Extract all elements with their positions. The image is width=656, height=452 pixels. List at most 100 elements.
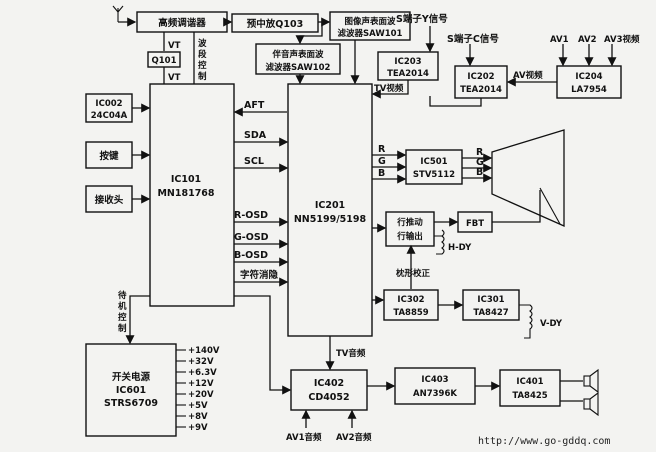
av2-audio-label: AV2音频 bbox=[336, 432, 372, 443]
ic403-label-1: IC403 bbox=[421, 375, 448, 385]
tuner-block: 高频调谐器 bbox=[136, 11, 228, 33]
svg-text:+5V: +5V bbox=[188, 401, 208, 411]
b-output-label: B bbox=[476, 167, 483, 178]
saw101-block: 图像声表面波 滤波器SAW101 bbox=[329, 11, 411, 41]
keys-block: 按键 bbox=[85, 141, 133, 169]
av1-label: AV1 bbox=[550, 35, 569, 45]
g-input-label: G bbox=[378, 156, 386, 167]
b-input-label: B bbox=[378, 168, 385, 179]
av1-audio-label: AV1音频 bbox=[286, 432, 322, 443]
av-video-label: AV视频 bbox=[513, 70, 543, 81]
ic402-label-2: CD4052 bbox=[308, 392, 349, 403]
ic403-label-2: AN7396K bbox=[413, 389, 457, 399]
q101-label: Q101 bbox=[152, 56, 177, 66]
svg-text:待: 待 bbox=[117, 290, 127, 301]
g-osd-label: G-OSD bbox=[234, 232, 269, 243]
ic101-label-1: IC101 bbox=[171, 174, 201, 185]
aft-label: AFT bbox=[244, 100, 265, 111]
s-c-signal-label: S端子C信号 bbox=[447, 33, 499, 45]
g-output-label: G bbox=[476, 157, 484, 168]
ic204-label-1: IC204 bbox=[575, 72, 602, 82]
standby-control-label: 待 机 控 制 bbox=[117, 290, 127, 334]
pincushion-label: 枕形校正 bbox=[396, 268, 431, 279]
h-dy-label: H-DY bbox=[448, 243, 472, 253]
ic202-label-2: TEA2014 bbox=[460, 85, 502, 95]
watermark-url: http://www.go-gddq.com bbox=[478, 436, 610, 447]
keys-label: 按键 bbox=[99, 150, 119, 162]
ic002-label-1: IC002 bbox=[95, 99, 122, 109]
speaker-icon bbox=[583, 368, 599, 394]
power-rail-stubs bbox=[176, 349, 186, 428]
tv-audio-label: TV音频 bbox=[336, 348, 366, 359]
psu-label-3: STRS6709 bbox=[104, 398, 158, 409]
ic301-label-1: IC301 bbox=[477, 295, 504, 305]
ic201-block: IC201 NN5199/5198 bbox=[287, 83, 373, 337]
svg-text:制: 制 bbox=[118, 323, 127, 334]
ic203-label-1: IC203 bbox=[394, 57, 421, 67]
speaker-icon bbox=[583, 391, 599, 417]
receiver-block: 接收头 bbox=[85, 185, 133, 213]
v-dy-label: V-DY bbox=[540, 319, 563, 329]
svg-text:+12V: +12V bbox=[188, 379, 214, 389]
ic101-block: IC101 MN181768 bbox=[149, 83, 235, 307]
saw102-label-1: 伴音声表面波 bbox=[271, 49, 324, 60]
ic101-label-2: MN181768 bbox=[157, 188, 214, 199]
ic501-block: IC501 STV5112 bbox=[405, 149, 463, 185]
h-drive-label-1: 行推动 bbox=[396, 217, 423, 228]
ic203-label-2: TEA2014 bbox=[387, 69, 429, 79]
svg-text:+20V: +20V bbox=[188, 390, 214, 400]
ic402-label-1: IC402 bbox=[314, 378, 344, 389]
svg-text:+6.3V: +6.3V bbox=[188, 368, 217, 378]
b-osd-label: B-OSD bbox=[234, 250, 268, 261]
ic401-label-1: IC401 bbox=[516, 377, 543, 387]
saw102-label-2: 滤波器SAW102 bbox=[266, 62, 331, 73]
svg-text:段: 段 bbox=[198, 49, 207, 60]
h-drive-block: 行推动 行输出 bbox=[385, 211, 435, 247]
s-y-signal-label: S端子Y信号 bbox=[396, 13, 448, 25]
fbt-block: FBT bbox=[457, 211, 493, 233]
receiver-label: 接收头 bbox=[95, 194, 124, 206]
pre-if-label: 预中放Q103 bbox=[247, 18, 303, 30]
h-drive-label-2: 行输出 bbox=[396, 231, 423, 242]
ic501-label-2: STV5112 bbox=[413, 170, 455, 180]
fbt-label: FBT bbox=[466, 219, 484, 229]
svg-text:控: 控 bbox=[198, 60, 207, 71]
svg-text:+9V: +9V bbox=[188, 423, 208, 433]
ic202-block: IC202 TEA2014 bbox=[454, 65, 508, 99]
sda-label: SDA bbox=[244, 130, 267, 141]
svg-text:+32V: +32V bbox=[188, 357, 214, 367]
power-rail-labels: +140V +32V +6.3V +12V +20V +5V +8V +9V bbox=[188, 346, 220, 433]
ic401-label-2: TA8425 bbox=[512, 391, 547, 401]
scl-label: SCL bbox=[244, 156, 264, 167]
r-output-label: R bbox=[476, 147, 484, 158]
tuner-label: 高频调谐器 bbox=[158, 17, 206, 29]
saw102-block: 伴音声表面波 滤波器SAW102 bbox=[255, 43, 341, 75]
ic201-label-1: IC201 bbox=[315, 200, 345, 211]
av3-label: AV3视频 bbox=[604, 34, 640, 45]
ic301-block: IC301 TA8427 bbox=[462, 289, 520, 321]
vt-bottom-label: VT bbox=[168, 73, 181, 83]
ic402-block: IC402 CD4052 bbox=[290, 369, 368, 411]
saw101-label-2: 滤波器SAW101 bbox=[338, 28, 403, 39]
psu-label-1: 开关电源 bbox=[112, 371, 151, 383]
q101-block: Q101 bbox=[147, 51, 181, 68]
picture-tube-icon bbox=[491, 129, 565, 228]
vt-top-label: VT bbox=[168, 41, 181, 51]
ic501-label-1: IC501 bbox=[420, 157, 447, 167]
svg-text:+140V: +140V bbox=[188, 346, 220, 356]
saw101-label-1: 图像声表面波 bbox=[344, 16, 396, 27]
ic302-block: IC302 TA8859 bbox=[383, 289, 439, 321]
ic201-label-2: NN5199/5198 bbox=[294, 214, 367, 225]
svg-text:机: 机 bbox=[118, 301, 127, 312]
pre-if-block: 预中放Q103 bbox=[231, 13, 319, 33]
psu-block: 开关电源 IC601 STRS6709 bbox=[85, 343, 177, 437]
ic302-label-2: TA8859 bbox=[393, 308, 428, 318]
av2-label: AV2 bbox=[578, 35, 597, 45]
svg-text:+8V: +8V bbox=[188, 412, 208, 422]
blanking-label: 字符消隐 bbox=[240, 269, 279, 281]
ic002-block: IC002 24C04A bbox=[85, 93, 133, 123]
band-control-label: 波 段 控 制 bbox=[198, 38, 207, 82]
ic301-label-2: TA8427 bbox=[473, 308, 508, 318]
svg-text:波: 波 bbox=[198, 38, 207, 49]
ic203-block: IC203 TEA2014 bbox=[377, 51, 439, 81]
